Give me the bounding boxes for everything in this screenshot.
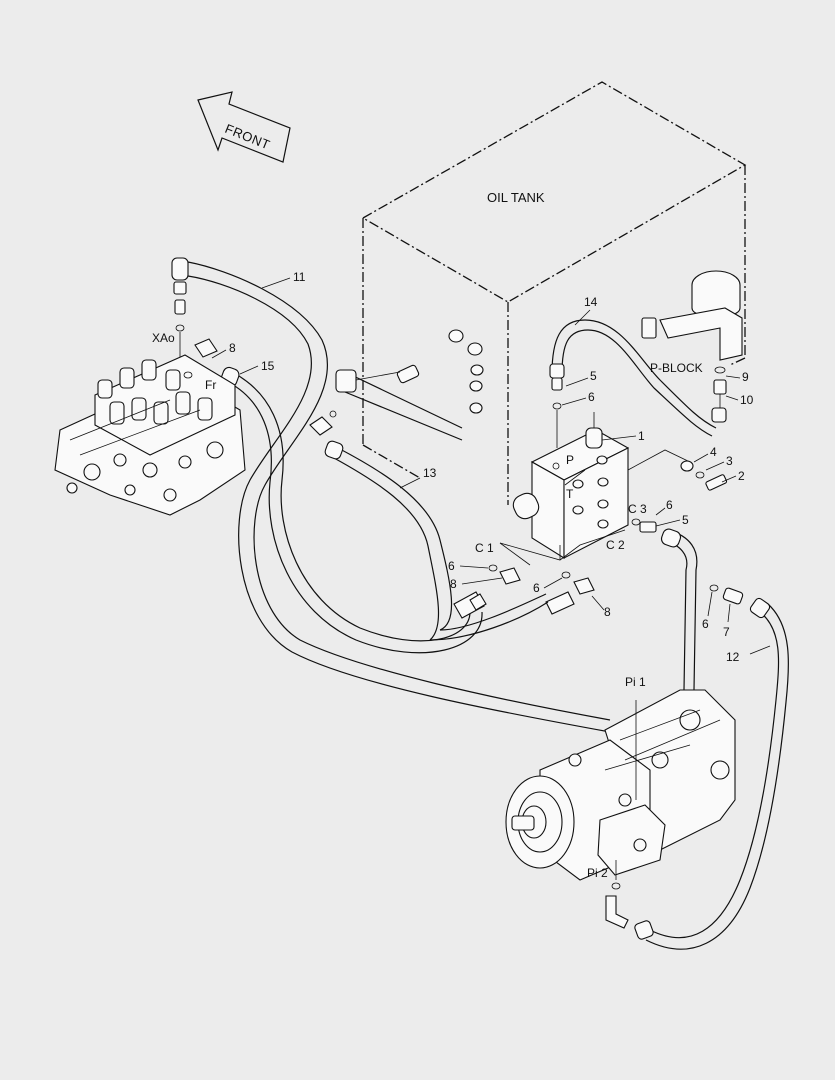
callout-12: 12 <box>726 650 740 664</box>
callouts: 11 8 15 14 5 6 1 9 10 4 3 2 6 5 6 8 6 <box>211 270 771 664</box>
label-t: T <box>566 487 574 501</box>
label-c3: C 3 <box>628 502 647 516</box>
control-valve <box>54 338 246 516</box>
callout-8b: 8 <box>450 577 457 591</box>
accumulator <box>641 270 743 423</box>
callout-15: 15 <box>261 359 275 373</box>
hose-14 <box>549 319 717 448</box>
callout-14: 14 <box>584 295 598 309</box>
label-p: P <box>566 453 574 467</box>
callout-6b: 6 <box>666 498 673 512</box>
label-pi2: Pi 2 <box>587 866 608 880</box>
pipe-c2 <box>660 528 698 691</box>
oil-tank: OIL TANK <box>361 81 747 505</box>
callout-3: 3 <box>726 454 733 468</box>
hose-11 <box>171 257 611 733</box>
callout-4: 4 <box>710 445 717 459</box>
callout-6a: 6 <box>588 390 595 404</box>
callout-2: 2 <box>738 469 745 483</box>
hose-12 <box>634 597 790 950</box>
label-xao: XAo <box>152 331 175 345</box>
callout-13: 13 <box>423 466 437 480</box>
label-fr: Fr <box>205 378 216 392</box>
callout-11: 11 <box>293 270 306 284</box>
callout-9: 9 <box>742 370 749 384</box>
label-c1: C 1 <box>475 541 494 555</box>
callout-6d: 6 <box>533 581 540 595</box>
callout-6e: 6 <box>702 617 709 631</box>
label-c2: C 2 <box>606 538 625 552</box>
hose-13 <box>324 440 575 641</box>
label-p-block: P-BLOCK <box>650 361 703 375</box>
main-pump <box>505 689 736 929</box>
fittings <box>488 460 744 605</box>
tank-ports <box>448 329 484 414</box>
oil-tank-label: OIL TANK <box>487 190 545 205</box>
port-labels: XAo Fr P T C 1 C 2 C 3 P-BLOCK Pi 1 Pi 2 <box>152 331 703 880</box>
label-pi1: Pi 1 <box>625 675 646 689</box>
callout-5b: 5 <box>682 513 689 527</box>
suction-pipe <box>309 364 463 441</box>
callout-8a: 8 <box>229 341 236 355</box>
callout-6c: 6 <box>448 559 455 573</box>
front-arrow: FRONT <box>197 91 291 163</box>
callout-1: 1 <box>638 429 645 443</box>
callout-5a: 5 <box>590 369 597 383</box>
callout-8c: 8 <box>604 605 611 619</box>
valve-block-1 <box>512 412 691 560</box>
callout-10: 10 <box>740 393 754 407</box>
callout-7: 7 <box>723 625 730 639</box>
hose-15 <box>220 366 487 654</box>
